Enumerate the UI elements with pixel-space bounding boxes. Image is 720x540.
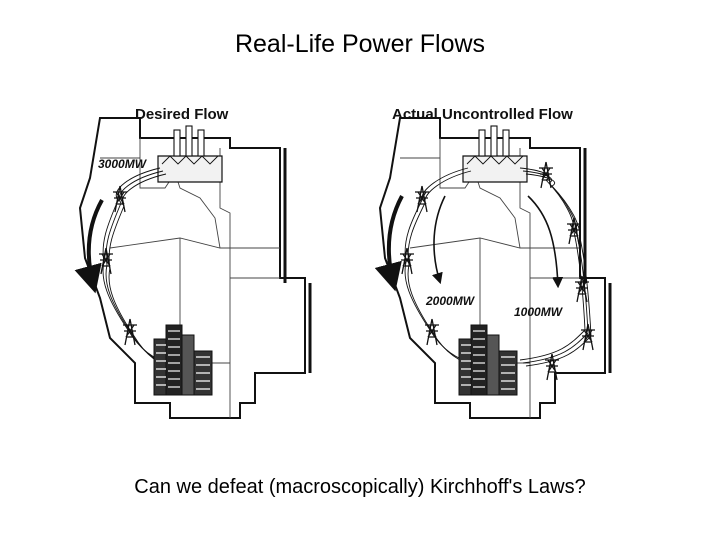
flow-arrow-icon bbox=[527, 195, 564, 289]
flow-label-3000mw: 3000MW bbox=[98, 157, 148, 171]
flow-arrow-icon bbox=[74, 199, 104, 294]
flow-label-1000mw: 1000MW bbox=[514, 305, 564, 319]
flow-arrow-icon bbox=[374, 195, 404, 292]
flow-arrow-icon bbox=[431, 195, 446, 285]
slide-title: Real-Life Power Flows bbox=[234, 30, 486, 58]
desired-flow-title: Desired Flow bbox=[135, 106, 229, 123]
slide-caption: Can we defeat (macroscopically) Kirchhof… bbox=[134, 476, 586, 498]
actual-flow-title: Actual Uncontrolled Flow bbox=[392, 106, 573, 123]
flow-label-2000mw: 2000MW bbox=[425, 294, 476, 308]
